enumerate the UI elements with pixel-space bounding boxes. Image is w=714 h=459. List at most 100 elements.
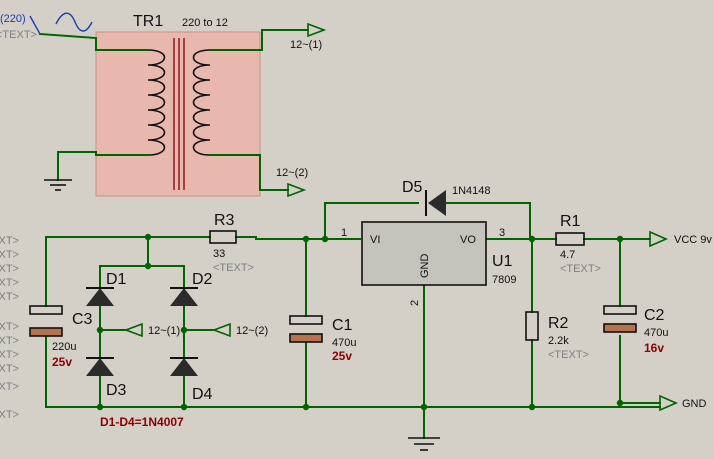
d5-left-wire <box>324 202 419 240</box>
junction <box>420 403 428 411</box>
source-value: (220) <box>0 13 26 25</box>
capacitor-c2-ref: C2 <box>644 307 665 324</box>
diode-d5[interactable] <box>425 190 446 216</box>
terminal-vcc-icon[interactable] <box>649 230 668 248</box>
transformer-value: 220 to 12 <box>182 17 228 29</box>
transformer-ref: TR1 <box>133 13 163 30</box>
capacitor-c3-ref: C3 <box>72 311 93 328</box>
junction <box>302 235 310 243</box>
resistor-r3-value: 33 <box>213 248 225 260</box>
junction <box>528 403 536 411</box>
resistor-r3-tag: <TEXT> <box>213 262 254 274</box>
diode-d4-ref: D4 <box>192 386 213 403</box>
diode-d5-icon <box>428 190 446 216</box>
capacitor-c1-ref: C1 <box>332 317 353 334</box>
regulator-gnd-pin: GND <box>419 254 431 279</box>
diode-d3[interactable] <box>86 357 114 376</box>
junction <box>144 262 152 270</box>
junction <box>616 399 624 407</box>
diode-d2-ref: D2 <box>192 271 213 288</box>
diode-d4-icon <box>170 358 198 376</box>
left-edge-tag: <TEXT> <box>0 349 19 361</box>
terminal-sec1-label: 12~(1) <box>290 39 322 51</box>
capacitor-c1-plate-top <box>289 315 323 325</box>
terminal-gnd-icon[interactable] <box>659 394 678 412</box>
diode-d1[interactable] <box>86 287 114 306</box>
junction <box>321 235 329 243</box>
left-edge-tag: <TEXT> <box>0 249 19 261</box>
resistor-r3[interactable] <box>209 230 237 244</box>
bridge-top-left <box>99 236 149 289</box>
left-edge-tag: <TEXT> <box>0 235 19 247</box>
diode-d2-icon <box>170 288 198 306</box>
d5-right-wire <box>445 202 531 240</box>
junction <box>144 233 152 241</box>
capacitor-c2-value: 470u <box>644 327 668 339</box>
ac-source-icon[interactable] <box>55 12 93 32</box>
regulator-vi-pin: VI <box>370 234 380 246</box>
capacitor-c3[interactable] <box>29 305 63 337</box>
diode-d5-value: 1N4148 <box>452 185 491 197</box>
left-edge-tag: <TEXT> <box>0 263 19 275</box>
regulator-u1[interactable] <box>361 221 487 286</box>
left-edge-tag: <TEXT> <box>0 321 19 333</box>
diode-d1-icon <box>86 288 114 306</box>
capacitor-c3-plate-bottom <box>29 327 63 337</box>
terminal-bridge-in2-label: 12~(2) <box>236 325 268 337</box>
bridge-diode-note: D1-D4=1N4007 <box>100 415 184 429</box>
bridge-top-right <box>147 265 185 289</box>
resistor-r1[interactable] <box>555 232 585 246</box>
capacitor-c3-voltage: 25v <box>52 355 72 369</box>
regulator-value: 7809 <box>492 274 516 286</box>
left-edge-tag: <TEXT> <box>0 335 19 347</box>
terminal-bridge-in2-icon[interactable] <box>211 322 231 338</box>
left-edge-tag: <TEXT> <box>0 363 19 375</box>
terminal-sec2-icon[interactable] <box>287 182 307 198</box>
ac-source-lead <box>29 15 41 35</box>
diode-d4[interactable] <box>170 357 198 376</box>
resistor-r2-tag: <TEXT> <box>548 349 589 361</box>
capacitor-c1-plate-bottom <box>289 333 323 343</box>
capacitor-c3-plate-top <box>29 305 63 315</box>
left-edge-tag: <TEXT> <box>0 381 19 393</box>
primary-top-wire <box>38 32 149 51</box>
junction <box>616 235 624 243</box>
top-rail-mid <box>235 236 326 240</box>
transformer-body[interactable] <box>95 31 261 197</box>
left-edge-tag: <TEXT> <box>0 277 19 289</box>
capacitor-c1-voltage: 25v <box>332 349 352 363</box>
terminal-sec2-label: 12~(2) <box>276 167 308 179</box>
capacitor-c2-voltage: 16v <box>644 341 664 355</box>
capacitor-c2[interactable] <box>603 305 637 333</box>
diode-d3-ref: D3 <box>106 382 127 399</box>
resistor-r2-ref: R2 <box>548 315 569 332</box>
terminal-bridge-in1-label: 12~(1) <box>148 325 180 337</box>
diode-d3-icon <box>86 358 114 376</box>
junction <box>302 403 310 411</box>
resistor-r1-ref: R1 <box>560 213 581 230</box>
junction <box>180 326 188 334</box>
diode-d2[interactable] <box>170 287 198 306</box>
regulator-pin3: 3 <box>499 227 505 239</box>
junction <box>96 326 104 334</box>
primary-bottom-wire <box>57 151 149 181</box>
terminal-sec1-icon[interactable] <box>307 22 327 38</box>
terminal-bridge-in1-icon[interactable] <box>123 322 143 338</box>
junction <box>528 235 536 243</box>
terminal-gnd-label: GND <box>682 398 707 410</box>
resistor-r2[interactable] <box>525 311 539 341</box>
sec1-wire <box>209 29 309 51</box>
diode-d5-ref: D5 <box>402 179 423 196</box>
regulator-pin1: 1 <box>341 227 347 239</box>
regulator-ref: U1 <box>492 253 513 270</box>
capacitor-c2-plate-bottom <box>603 323 637 333</box>
terminal-vcc-label: VCC 9v <box>674 234 712 246</box>
regulator-pin2: 2 <box>409 300 421 306</box>
capacitor-c1[interactable] <box>289 315 323 343</box>
junction <box>180 403 188 411</box>
resistor-r3-ref: R3 <box>214 212 235 229</box>
sec2-wire <box>209 154 289 191</box>
source-text-tag: <TEXT> <box>0 29 37 41</box>
capacitor-c2-plate-top <box>603 305 637 315</box>
